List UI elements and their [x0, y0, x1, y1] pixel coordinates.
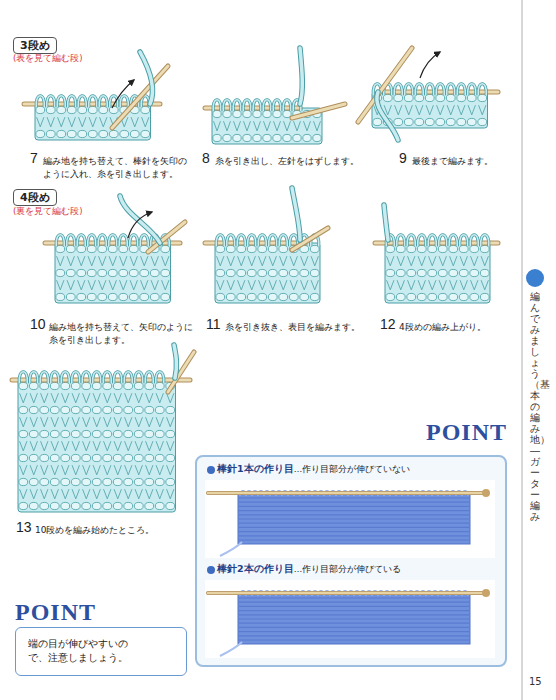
knitting-needle [112, 66, 168, 128]
yarn-strand [300, 48, 302, 104]
note-text: 端の目が伸びやすいので、注意しましょう。 [28, 637, 144, 666]
photo-caption-row: 棒針1本の作り目…作り目部分が伸びていない [207, 463, 410, 476]
panel-border: 棒針1本の作り目…作り目部分が伸びていない棒針2本の作り目…作り目部分が伸びてい… [195, 455, 507, 667]
row-label-box: 3段め [13, 37, 57, 54]
yarn-strand [384, 205, 388, 240]
knitted-fabric [385, 243, 490, 303]
callout-number: 11 [206, 317, 221, 331]
direction-arrow [420, 52, 440, 78]
side-rule [522, 0, 523, 700]
callout-number: 13 [16, 520, 32, 534]
bullet-dot [207, 566, 215, 574]
step-caption: 4段めの編み上がり。 [399, 321, 519, 334]
knitted-fabric [215, 243, 320, 303]
row-label: 3段め [20, 39, 50, 52]
direction-arrow [112, 80, 134, 108]
yarn-strand [292, 188, 300, 240]
callout-number: 7 [30, 151, 38, 165]
direction-arrow [128, 212, 152, 238]
knitting-needle [358, 48, 412, 122]
stitch-loops [213, 100, 301, 111]
photo-caption-row: 棒針2本の作り目…作り目部分が伸びている [207, 563, 401, 576]
stitch-loops [386, 235, 489, 246]
yarn-strand [174, 345, 177, 378]
step-caption: 編み地を持ち替えて、矢印のように糸を引き出します。 [49, 321, 199, 346]
knitted-fabric [18, 380, 176, 512]
knitting-needle [168, 352, 194, 392]
page-number: 15 [529, 676, 542, 687]
knitted-fabric [55, 243, 171, 303]
chapter-tab: 編んでみましょう（基本の編み地）―ガーター編み [530, 291, 540, 522]
knitted-fabric [35, 104, 151, 140]
swatch-photo [205, 480, 495, 558]
swatch-photo [205, 580, 495, 658]
stitch-loops [373, 84, 486, 95]
callout-number: 9 [399, 151, 407, 165]
tab-dot [526, 269, 544, 287]
photo-note: …作り目部分が伸びている [294, 564, 402, 576]
stitch-loops [19, 372, 164, 383]
callout-number: 12 [380, 317, 396, 331]
bullet-dot [207, 466, 215, 474]
callout-number: 8 [202, 151, 210, 165]
row-label: 4段め [20, 191, 50, 204]
step-caption: 最後まで編みます。 [412, 155, 532, 168]
yarn-strand [377, 92, 398, 140]
photo-title: 棒針1本の作り目 [217, 463, 294, 476]
photo-title: 棒針2本の作り目 [217, 563, 294, 576]
note-border: 端の目が伸びやすいので、注意しましょう。 [15, 627, 187, 676]
point-heading: POINT [195, 418, 507, 446]
photo-note: …作り目部分が伸びていない [294, 464, 411, 476]
row-subtitle: (裏を見て編む段) [13, 206, 83, 218]
step-caption: 糸を引き出し、左針をはずします。 [215, 155, 375, 168]
step-caption: 10段めを編み始めたところ。 [35, 524, 195, 537]
row-subtitle: (表を見て編む段) [13, 53, 83, 65]
step-caption: 糸を引き抜き、表目を編みます。 [225, 321, 375, 334]
step-caption: 編み地を持ち替えて、棒針を矢印のように入れ、糸を引き出します。 [43, 155, 193, 180]
panel-ground [196, 456, 506, 666]
callout-number: 10 [30, 317, 46, 331]
point-note: POINT 端の目が伸びやすいので、注意しましょう。 [15, 598, 187, 676]
point-heading: POINT [15, 598, 187, 626]
yarn-strand [140, 52, 152, 104]
point-panel: POINT棒針1本の作り目…作り目部分が伸びていない棒針2本の作り目…作り目部分… [195, 418, 507, 668]
row-label-box: 4段め [13, 189, 57, 206]
yarn-strand [120, 196, 160, 243]
